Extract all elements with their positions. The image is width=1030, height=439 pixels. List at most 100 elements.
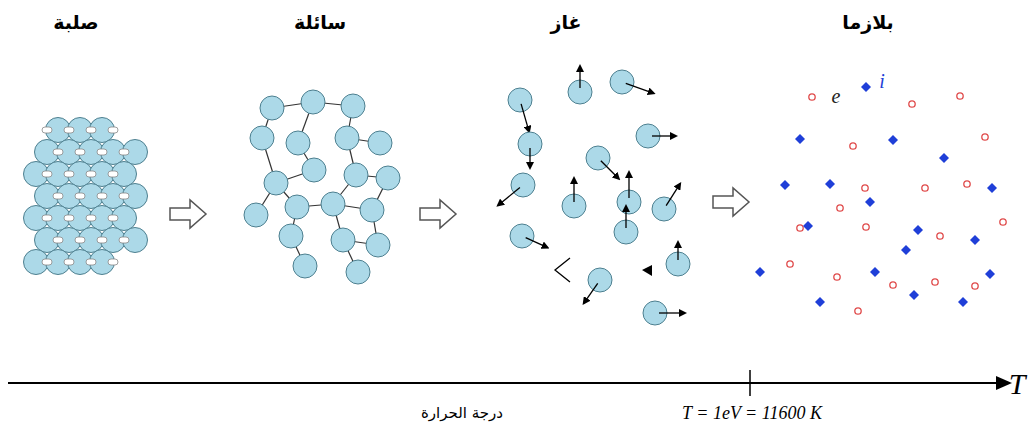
velocity-arrow [521,104,529,132]
molecule [331,228,355,252]
molecule [344,163,368,187]
bond [108,259,118,265]
electron [855,308,861,314]
ion-symbol: i [879,70,885,92]
ion [888,135,898,145]
bond [86,171,96,177]
molecule [510,224,534,248]
molecule [652,197,676,221]
bond [64,259,74,265]
bond [119,237,129,243]
ion [985,269,995,279]
axis-title: درجة الحرارة [421,405,503,422]
ion [939,153,949,163]
molecule [293,254,317,278]
plasma-particles [755,82,1006,314]
molecule [335,126,359,150]
electron [937,233,943,239]
transition-arrows [170,188,749,228]
bond [108,215,118,221]
bond [64,171,74,177]
molecule [285,195,309,219]
ion [870,267,880,277]
molecule [368,131,392,155]
molecule [244,203,268,227]
ion [803,221,813,231]
state-label: صلبة [53,12,98,33]
bond [108,171,118,177]
molecule [360,198,384,222]
bond [75,193,85,199]
molecule [588,268,612,292]
ion [825,179,835,189]
molecule [508,88,532,112]
ion [970,235,980,245]
molecule [279,224,303,248]
temperature-axis [8,370,1012,396]
bond [75,149,85,155]
bond [119,193,129,199]
velocity-arrow [555,258,570,282]
electron [1000,219,1006,225]
ion [987,183,997,193]
velocity-arrow [628,172,629,198]
velocity-arrow [626,83,654,93]
ion [909,290,919,300]
electron [797,225,803,231]
molecule [301,90,325,114]
velocity-arrow [573,178,574,202]
electron [964,181,970,187]
electron [809,94,815,100]
bond [86,259,96,265]
electron-symbol: e [832,85,841,107]
electron [837,205,843,211]
bond [53,193,63,199]
velocity-arrow [677,242,678,260]
ion [958,297,968,307]
gas-particles [498,66,690,325]
electron [909,101,915,107]
molecule [366,233,390,257]
state-label: بلازما [842,12,893,33]
molecule [341,94,365,118]
velocity-arrow [584,283,598,303]
bond [42,171,52,177]
electron [922,185,928,191]
bond [97,193,107,199]
bond [97,237,107,243]
ion [913,225,923,235]
bond [108,127,118,133]
velocity-arrow [659,312,685,313]
molecule [302,158,326,182]
spacer [817,96,818,97]
bond [53,237,63,243]
ion [755,267,765,277]
electron [787,261,793,267]
molecule [376,166,400,190]
velocity-arrow [526,238,548,248]
ion [780,180,790,190]
bond [119,149,129,155]
solid-lattice [24,118,148,275]
axis-symbol: T [1009,367,1026,400]
bond [75,237,85,243]
threshold-label: T = 1eV = 11600 K [682,404,822,424]
electron [863,224,869,230]
molecule [346,260,370,284]
molecule [260,96,284,120]
electron [957,93,963,99]
velocity-arrow [652,135,676,136]
velocity-arrow [579,66,580,88]
electron [982,134,988,140]
velocity-arrow [601,161,619,179]
molecule [511,173,535,197]
molecule [610,70,634,94]
state-label: غاز [550,12,581,33]
ion [865,197,875,207]
velocity-arrow [529,148,530,168]
electron [850,143,856,149]
bond [42,259,52,265]
velocity-arrow [498,188,520,206]
